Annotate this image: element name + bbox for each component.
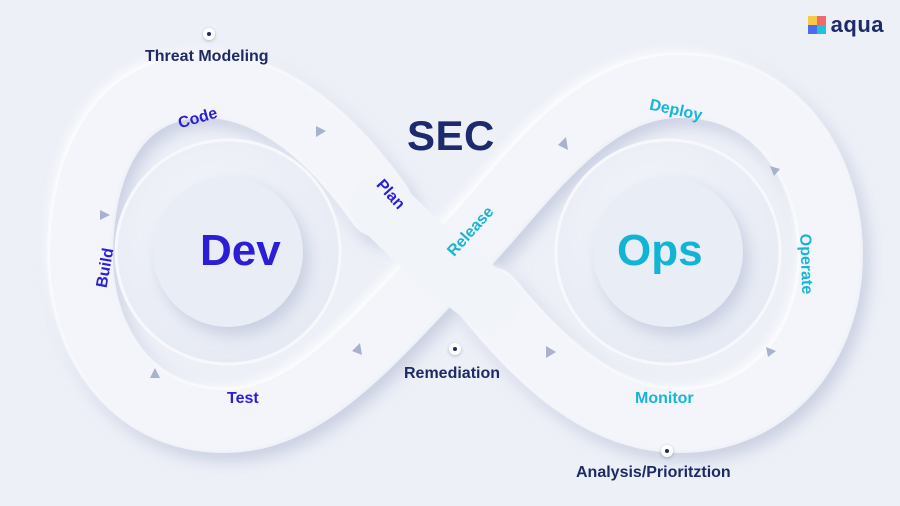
ops-label: Ops	[617, 226, 703, 275]
arrow-test-plan	[352, 343, 362, 355]
remediation-label: Remediation	[404, 365, 501, 382]
threat-modeling-label: Threat Modeling	[145, 48, 269, 65]
phase-operate: Operate	[796, 233, 816, 295]
analysis-marker	[661, 445, 673, 457]
arrow-release	[558, 137, 568, 150]
analysis-label: Analysis/Prioritztion	[576, 464, 731, 481]
aqua-logo-text: aqua	[830, 12, 884, 37]
sec-label: SEC	[407, 112, 495, 159]
remediation-marker	[449, 343, 461, 355]
dev-label: Dev	[200, 226, 281, 275]
aqua-logo-mark-icon	[807, 16, 826, 34]
arrow-deploy	[770, 166, 780, 176]
arrow-monitor	[546, 346, 556, 358]
phase-test: Test	[227, 390, 259, 407]
aqua-logo: aqua	[807, 12, 884, 38]
threat-modeling-marker	[203, 28, 215, 40]
arrow-operate	[766, 347, 776, 357]
arrow-build	[100, 210, 110, 220]
arrow-code-plan	[316, 126, 326, 137]
phase-monitor: Monitor	[635, 390, 694, 407]
dev-inner-disc	[153, 177, 303, 327]
arrow-test	[150, 368, 160, 378]
ops-inner-disc	[593, 177, 743, 327]
